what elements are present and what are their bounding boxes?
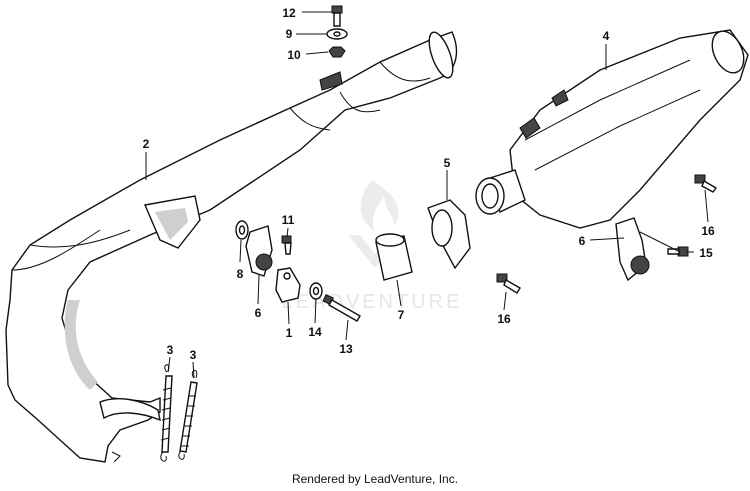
- callout-16-upper: 16: [701, 224, 715, 238]
- bolt-11: [281, 235, 292, 255]
- bolt-16-lower: [496, 273, 521, 294]
- bolt-16-upper: [694, 174, 718, 193]
- callout-16-lower: 16: [497, 312, 511, 326]
- spring-right: [178, 370, 198, 460]
- callout-4: 4: [603, 29, 610, 43]
- callout-14: 14: [308, 325, 322, 339]
- bracket: [275, 267, 301, 303]
- washer-9: [326, 28, 348, 40]
- callout-11: 11: [282, 213, 295, 227]
- callout-15: 15: [699, 246, 713, 260]
- flame-logo-icon: [360, 180, 399, 232]
- silencer: [475, 29, 749, 229]
- washer-8: [235, 220, 249, 240]
- callout-1: 1: [286, 326, 293, 340]
- muffler-stay-right: [615, 217, 650, 282]
- muffler-stay-left: [245, 225, 273, 277]
- callout-13: 13: [339, 342, 353, 356]
- callout-12: 12: [282, 6, 296, 20]
- callout-3-right: 3: [190, 348, 197, 362]
- callout-6-left: 6: [255, 306, 262, 320]
- render-credit: Rendered by LeadVenture, Inc.: [291, 472, 459, 486]
- watermark: LEADVENTURE: [282, 180, 463, 313]
- watermark-text: LEADVENTURE: [282, 291, 463, 313]
- spring-left: [160, 364, 173, 462]
- washer-14: [309, 282, 323, 300]
- nut-10: [328, 46, 346, 58]
- callout-7: 7: [398, 308, 405, 322]
- callout-5: 5: [444, 156, 451, 170]
- callout-8: 8: [237, 267, 244, 281]
- callout-2: 2: [143, 137, 150, 151]
- callout-3-left: 3: [167, 343, 174, 357]
- callout-10: 10: [287, 48, 301, 62]
- callout-9: 9: [286, 27, 293, 41]
- expansion-chamber-pipe: [5, 31, 458, 463]
- callout-6-right: 6: [579, 234, 586, 248]
- callout-labels: 12 9 10 2 4 5 11 8 6 1 14 13 7 16 16 6 1…: [143, 6, 715, 362]
- clamp: [427, 199, 471, 270]
- sleeve-collar: [375, 233, 413, 281]
- bolt-13: [322, 294, 361, 322]
- leader-lines: [145, 11, 709, 379]
- bolt-12: [331, 5, 343, 27]
